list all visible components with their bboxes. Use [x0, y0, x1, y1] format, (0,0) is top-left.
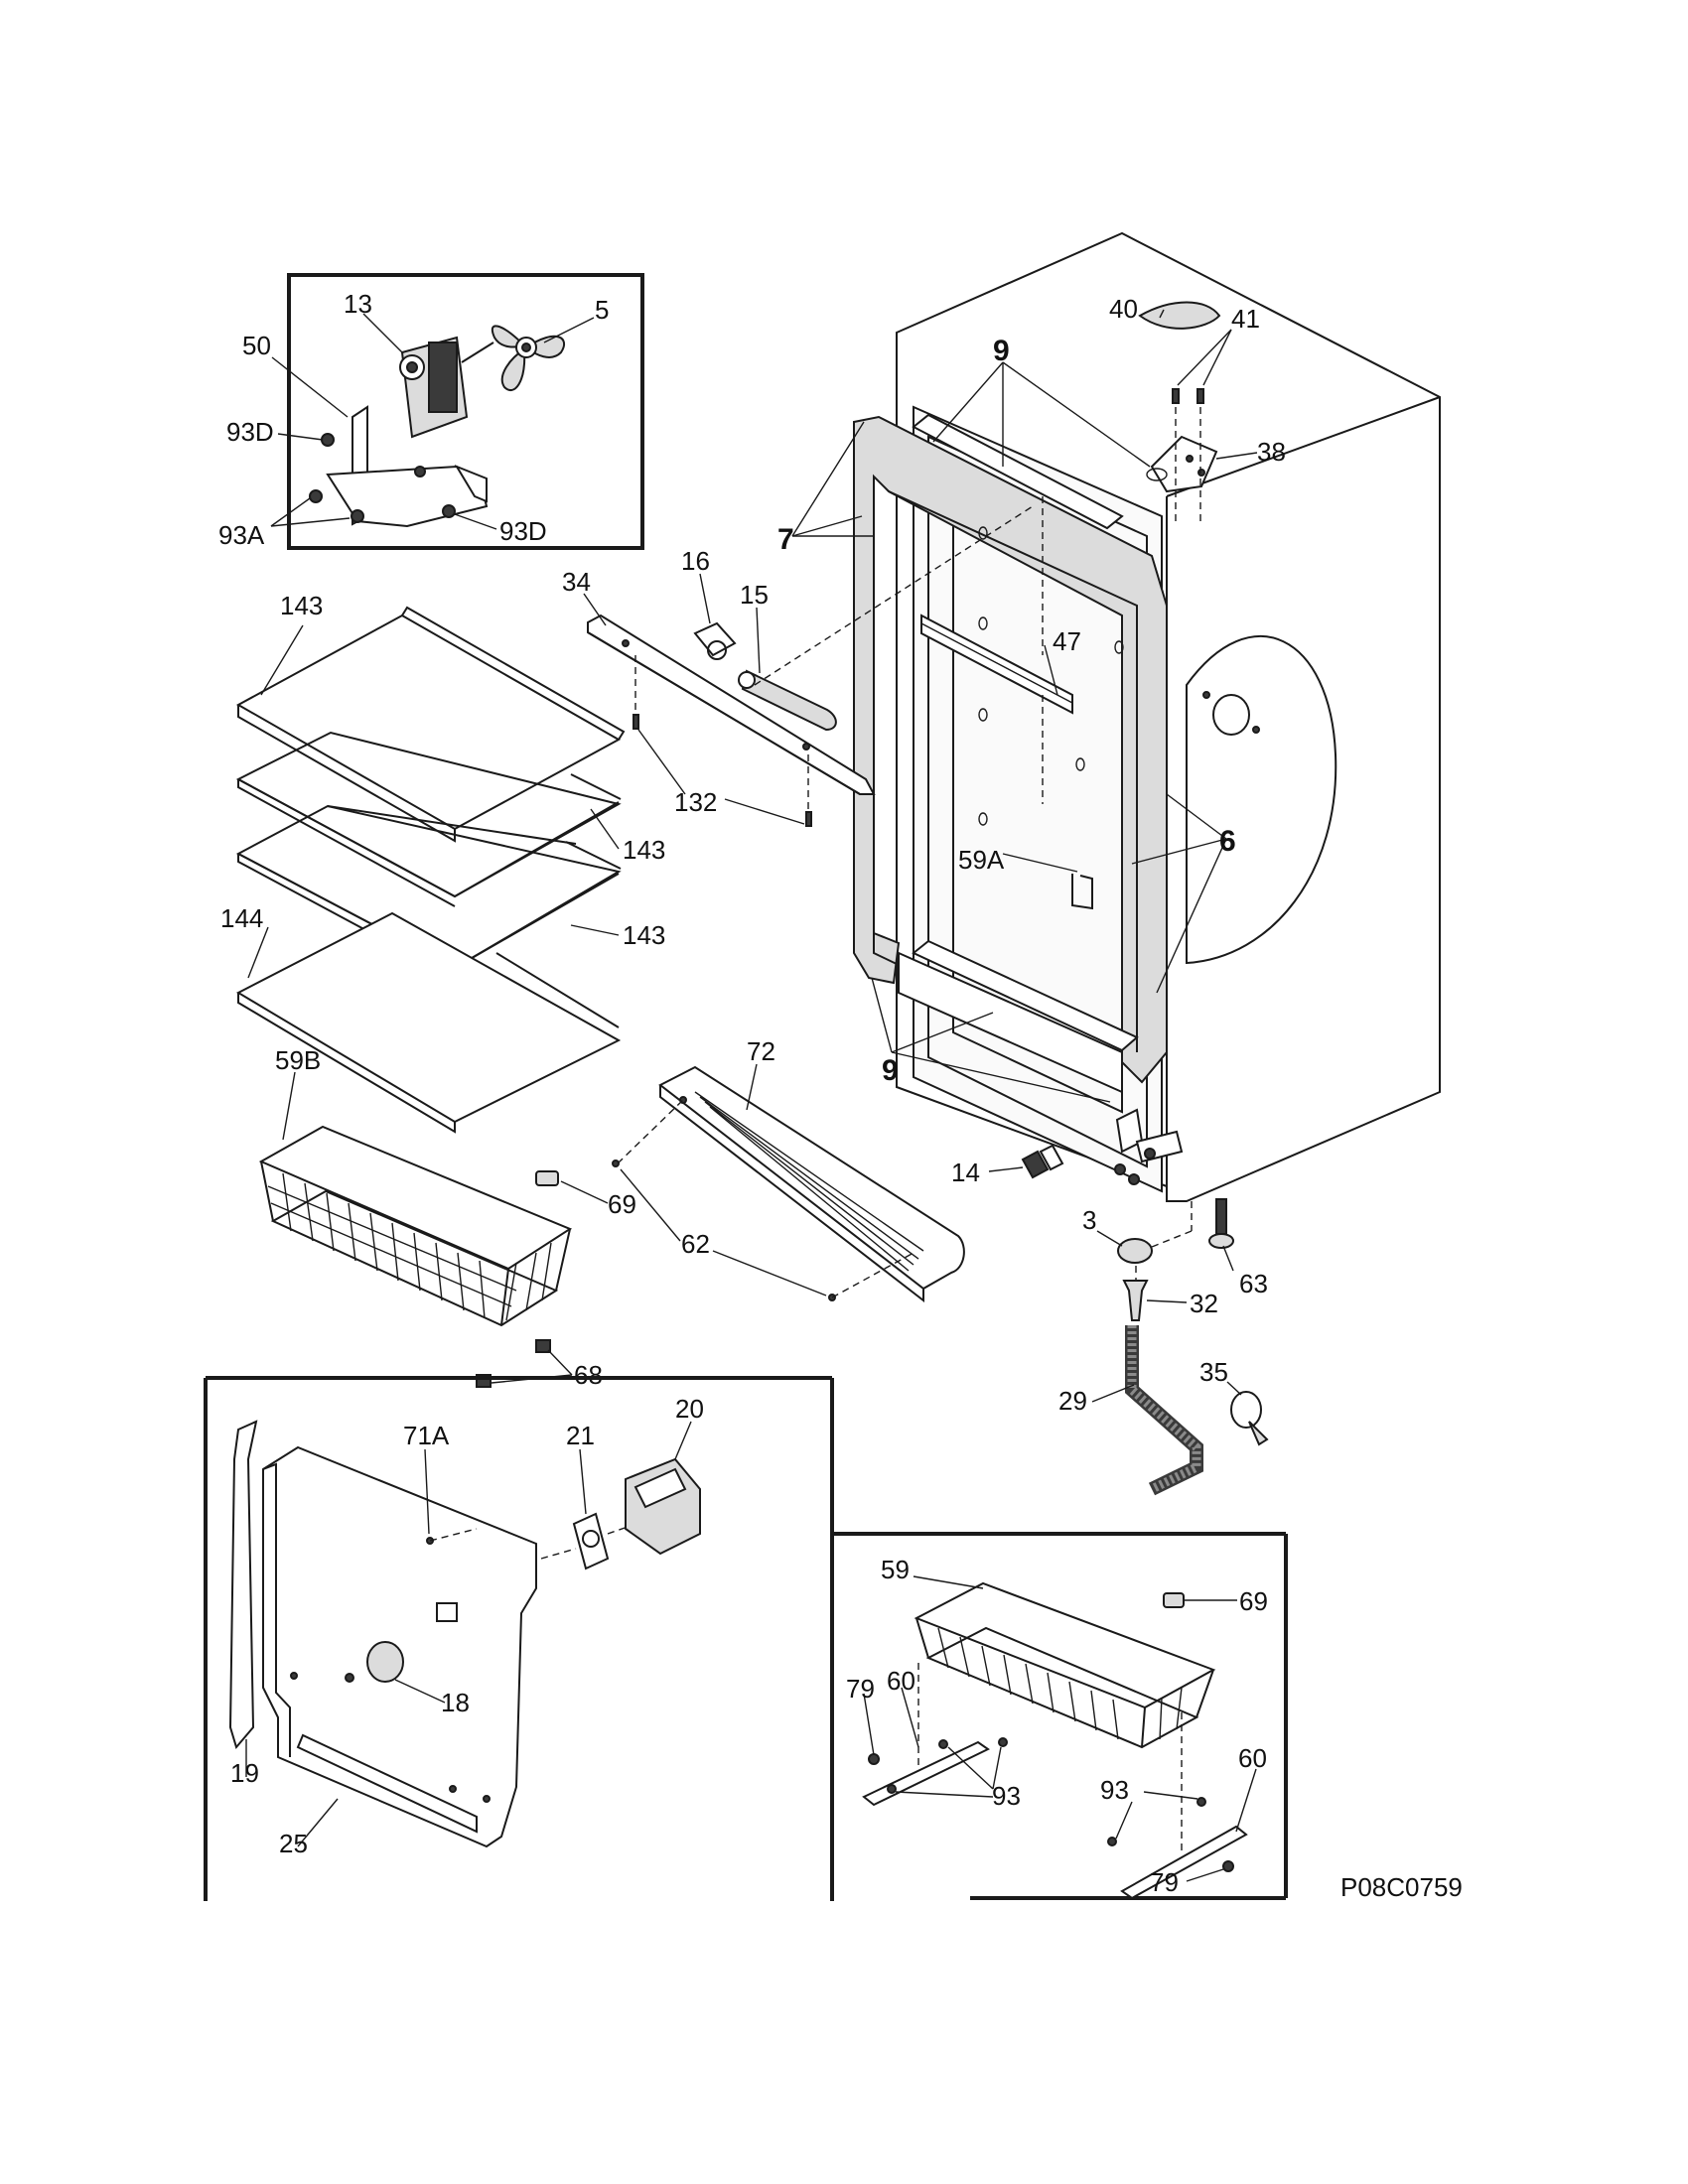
basket-inset-frame [832, 1532, 1288, 1900]
callout-62: 62 [681, 1229, 710, 1259]
callout-35: 35 [1199, 1357, 1228, 1387]
callout-132: 132 [674, 787, 717, 817]
callout-41: 41 [1231, 304, 1260, 334]
callout-93d: 93D [226, 417, 274, 447]
callout-143: 143 [623, 835, 665, 865]
callout-13: 13 [344, 289, 372, 319]
callout-19: 19 [230, 1758, 259, 1788]
callout-93: 93 [1100, 1775, 1129, 1805]
callout-69: 69 [608, 1189, 636, 1219]
callout-32: 32 [1190, 1289, 1218, 1318]
callout-93d: 93D [499, 516, 547, 546]
callout-143: 143 [280, 591, 323, 620]
callout-5: 5 [595, 295, 609, 325]
callout-68: 68 [574, 1360, 603, 1390]
callout-47: 47 [1053, 626, 1081, 656]
callout-40: 40 [1109, 294, 1138, 324]
wire-basket-59 [862, 1581, 1248, 1900]
callout-15: 15 [740, 580, 769, 610]
drain-assembly [1021, 1144, 1269, 1496]
callout-71a: 71A [403, 1421, 450, 1450]
callout-79: 79 [846, 1674, 875, 1704]
callout-79: 79 [1150, 1867, 1179, 1897]
wire-basket-59b [258, 1125, 573, 1388]
callout-93a: 93A [218, 520, 265, 550]
callout-21: 21 [566, 1421, 595, 1450]
callout-3: 3 [1082, 1205, 1096, 1235]
callout-29: 29 [1058, 1386, 1087, 1416]
callout-18: 18 [441, 1688, 470, 1717]
callout-6: 6 [1219, 825, 1236, 858]
callout-72: 72 [747, 1036, 775, 1066]
callout-60: 60 [1238, 1743, 1267, 1773]
callout-93: 93 [992, 1781, 1021, 1811]
callout-34: 34 [562, 567, 591, 597]
drawing-id: P08C0759 [1340, 1872, 1463, 1902]
freezer-cabinet [853, 231, 1441, 1252]
callout-38: 38 [1257, 437, 1286, 467]
fan-motor-inset-frame [287, 273, 644, 550]
callout-59: 59 [881, 1555, 910, 1584]
callout-25: 25 [279, 1829, 308, 1858]
callout-144: 144 [220, 903, 263, 933]
evaporator-cover-assembly [228, 1420, 701, 1848]
callout-143: 143 [623, 920, 665, 950]
shelves [235, 606, 626, 1134]
evaporator-cover-inset-frame [204, 1376, 834, 1901]
callout-9: 9 [882, 1054, 899, 1087]
callout-69: 69 [1239, 1586, 1268, 1616]
callout-14: 14 [951, 1158, 980, 1187]
kickplate-grille [612, 1065, 965, 1303]
callout-16: 16 [681, 546, 710, 576]
callout-50: 50 [242, 331, 271, 360]
callout-59b: 59B [275, 1045, 321, 1075]
callout-59a: 59A [958, 845, 1005, 875]
callout-60: 60 [887, 1666, 915, 1696]
fan-motor-assembly [309, 325, 566, 528]
callout-9: 9 [993, 335, 1010, 367]
light-bracket-assembly [587, 505, 1034, 827]
callout-20: 20 [675, 1394, 704, 1424]
callout-7: 7 [777, 523, 794, 556]
top-hinge-assembly [1138, 301, 1221, 521]
callout-63: 63 [1239, 1269, 1268, 1298]
